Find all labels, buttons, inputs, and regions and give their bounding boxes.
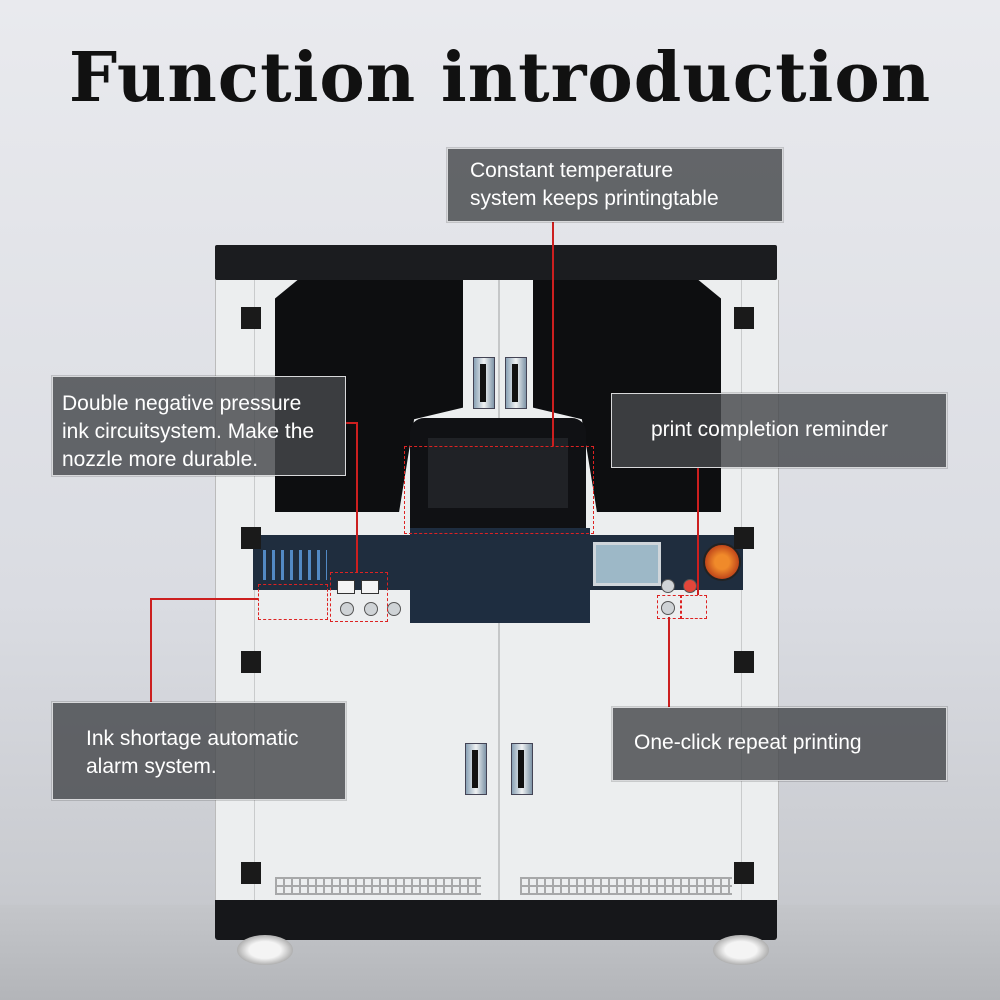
hinge [734,527,754,549]
emergency-stop-button [703,543,741,581]
leader-line-completion [697,468,699,595]
door-frame [254,280,742,900]
hinge [734,862,754,884]
callout-constant-temperature: Constant temperature system keeps printi… [447,148,783,222]
upper-door-handle-right [505,357,527,409]
completion-alarm-light [683,579,697,593]
hinge [241,527,261,549]
caster-wheel [237,935,293,965]
control-screen [593,542,661,586]
leader-line-pressure [356,422,358,572]
ink-level-indicators [263,550,327,580]
pressure-knob-1 [340,602,354,616]
leader-line-ink-shortage [150,598,152,702]
pump-switch-1 [337,580,355,594]
leader-line-temperature [552,222,554,446]
callout-ink-shortage: Ink shortage automatic alarm system. [52,702,346,800]
pump-switch-2 [361,580,379,594]
callout-one-click-repeat: One-click repeat printing [612,707,947,781]
hinge [241,307,261,329]
hinge [734,651,754,673]
lower-door-handle-left [465,743,487,795]
caster-wheel [713,935,769,965]
print-cavity [410,418,586,528]
callout-double-negative-pressure: Double negative pressure ink circuitsyst… [52,376,346,476]
highlight-pressure-controls [330,572,388,622]
leader-line-ink-shortage [150,598,258,600]
cabinet-base [215,900,777,940]
highlight-alarm-light [681,595,707,619]
decorative-pattern-left [275,877,481,895]
decorative-pattern-right [520,877,732,895]
upper-door-handle-left [473,357,495,409]
callout-print-completion: print completion reminder [611,393,947,468]
repeat-print-button [661,601,675,615]
leader-line-pressure [346,422,358,424]
hinge [241,862,261,884]
control-knob-1 [661,579,675,593]
hinge [241,651,261,673]
leader-line-repeat [668,617,670,707]
control-panel [253,535,743,590]
highlight-print-table [404,446,594,534]
cabinet-top [215,245,777,280]
highlight-repeat-button [657,595,681,619]
indicator-knob [387,602,401,616]
lower-door-handle-right [511,743,533,795]
pressure-knob-2 [364,602,378,616]
highlight-ink-indicators [258,584,328,620]
page-title: Function introduction [68,38,932,118]
hinge [734,307,754,329]
